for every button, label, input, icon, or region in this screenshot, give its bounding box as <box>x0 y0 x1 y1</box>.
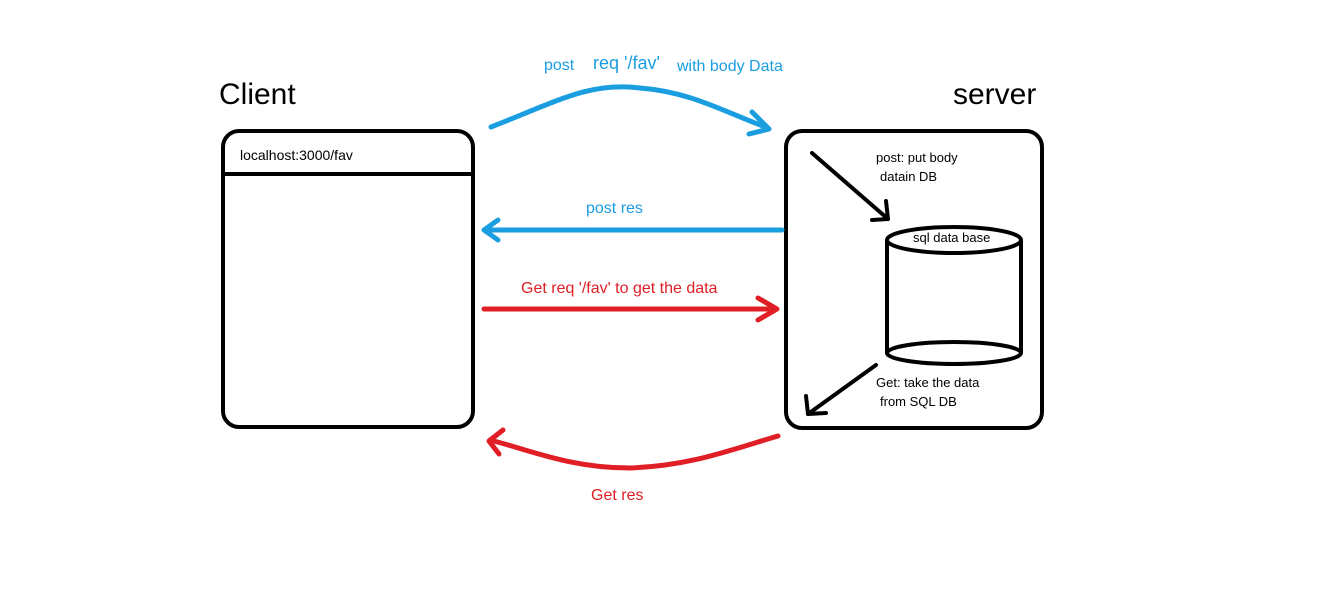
post-response-label: post res <box>586 200 643 217</box>
server-post-note-line1: post: put body <box>876 150 958 165</box>
sql-database-icon: sql data base <box>885 225 1023 366</box>
get-response-label: Get res <box>591 487 643 504</box>
server-post-note-line2: datain DB <box>880 169 937 184</box>
server-box: post: put body datain DB sql data base G… <box>784 129 1044 430</box>
post-into-db-arrow <box>810 151 890 222</box>
client-browser-window: localhost:3000/fav <box>221 129 475 429</box>
get-request-label: Get req '/fav' to get the data <box>521 280 718 297</box>
post-request-label-path: req '/fav' <box>593 53 660 73</box>
server-title: server <box>953 78 1036 111</box>
get-request-arrow: Get req '/fav' to get the data <box>481 280 780 323</box>
server-get-note-line2: from SQL DB <box>880 394 957 409</box>
post-request-arrow: post req '/fav' with body Data <box>488 53 783 137</box>
post-request-label-method: post <box>544 57 575 74</box>
server-get-note-line1: Get: take the data <box>876 375 980 390</box>
post-request-label-body: with body Data <box>676 58 783 75</box>
client-window-frame <box>221 129 475 429</box>
client-title: Client <box>219 78 296 111</box>
server-frame <box>784 129 1044 430</box>
client-url: localhost:3000/fav <box>240 147 353 163</box>
post-response-arrow: post res <box>481 200 785 243</box>
db-label: sql data base <box>913 230 990 245</box>
get-response-arrow: Get res <box>486 427 781 504</box>
get-from-db-arrow <box>804 363 878 416</box>
